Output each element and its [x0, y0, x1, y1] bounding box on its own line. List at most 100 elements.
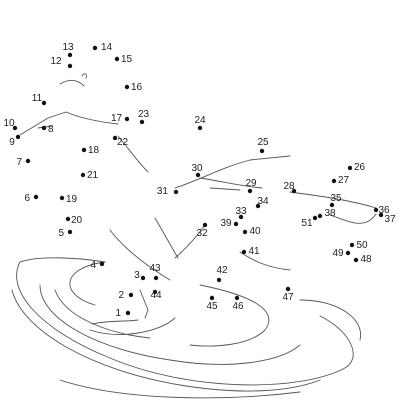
dot-number-label: 37 — [384, 214, 396, 225]
dot-marker — [247, 188, 253, 194]
bird-partial-outline — [19, 73, 377, 325]
dot-marker — [153, 275, 159, 281]
dot-8: 8 — [41, 124, 54, 135]
dot-number-label: 47 — [282, 292, 294, 303]
dot-marker — [128, 292, 134, 298]
water-ripples — [11, 257, 362, 399]
dot-number-label: 14 — [101, 42, 113, 53]
dot-marker — [373, 207, 379, 213]
dot-number-label: 12 — [50, 56, 62, 67]
dot-marker — [33, 194, 39, 200]
dot-34: 34 — [255, 196, 269, 209]
dot-number-label: 9 — [9, 137, 15, 148]
dot-23: 23 — [138, 109, 150, 125]
tail-lower — [329, 213, 377, 224]
dot-number-label: 39 — [220, 218, 232, 229]
dot-marker — [349, 242, 355, 248]
dot-47: 47 — [282, 286, 294, 303]
dot-marker — [285, 286, 291, 292]
dot-marker — [233, 221, 239, 227]
ripple-right-arc — [299, 299, 362, 341]
ripple-outer — [16, 261, 354, 386]
dot-marker — [99, 261, 105, 267]
ripple-inner-right — [189, 284, 270, 347]
dot-1: 1 — [115, 308, 131, 319]
dot-number-label: 16 — [131, 82, 143, 93]
dot-13: 13 — [62, 42, 74, 58]
dot-marker — [152, 289, 158, 295]
wing-edge — [209, 187, 241, 191]
tail-lines — [289, 191, 377, 209]
dot-45: 45 — [206, 295, 218, 312]
dot-number-label: 17 — [111, 113, 123, 124]
dot-marker — [209, 295, 215, 301]
dot-number-label: 15 — [121, 54, 133, 65]
ripple-fourth — [54, 289, 151, 339]
dot-number-label: 40 — [249, 226, 261, 237]
dot-20: 20 — [65, 215, 83, 226]
dot-14: 14 — [92, 42, 113, 53]
dot-22: 22 — [112, 135, 129, 148]
dot-marker — [80, 172, 86, 178]
dot-marker — [259, 148, 265, 154]
dot-46: 46 — [232, 295, 244, 312]
dot-9: 9 — [9, 134, 21, 148]
belly-right — [239, 251, 291, 271]
dot-number-label: 38 — [324, 208, 336, 219]
dot-marker — [216, 277, 222, 283]
dot-number-label: 22 — [117, 137, 129, 148]
dot-marker — [255, 203, 261, 209]
dot-number-label: 23 — [138, 109, 150, 120]
dot-number-label: 27 — [338, 175, 350, 186]
wing-top — [174, 155, 291, 189]
dot-number-label: 20 — [71, 215, 83, 226]
dot-number-label: 7 — [16, 157, 22, 168]
dot-marker — [139, 119, 145, 125]
dot-marker — [67, 229, 73, 235]
dot-marker — [202, 222, 208, 228]
dot-marker — [112, 135, 118, 141]
ripple-third — [39, 284, 301, 365]
dot-38: 38 — [317, 208, 336, 219]
dot-number-label: 6 — [24, 193, 30, 204]
dot-marker — [197, 125, 203, 131]
dot-marker — [65, 216, 71, 222]
neck-curve — [65, 111, 119, 125]
dot-marker — [67, 63, 73, 69]
dot-39: 39 — [220, 218, 239, 229]
dot-10: 10 — [3, 118, 18, 131]
dot-16: 16 — [124, 82, 143, 93]
dot-21: 21 — [80, 170, 99, 181]
dot-7: 7 — [16, 157, 31, 168]
dot-marker — [67, 52, 73, 58]
dot-marker — [242, 229, 248, 235]
dot-28: 28 — [283, 181, 297, 194]
dot-number-label: 30 — [191, 163, 203, 174]
body-lower — [109, 229, 171, 281]
dot-number-label: 35 — [330, 193, 342, 204]
dot-number-label: 5 — [58, 228, 64, 239]
dot-marker — [124, 84, 130, 90]
dot-3: 3 — [134, 270, 146, 281]
dot-25: 25 — [257, 137, 269, 154]
dot-marker — [124, 116, 130, 122]
belly-curve — [174, 224, 206, 259]
dot-number-label: 32 — [196, 228, 208, 239]
dot-marker — [317, 213, 323, 219]
dot-marker — [25, 158, 31, 164]
dot-number-label: 45 — [206, 301, 218, 312]
dot-marker — [81, 147, 87, 153]
dot-35: 35 — [329, 193, 342, 208]
dot-33: 33 — [235, 206, 247, 220]
beak-line — [19, 111, 67, 136]
dot-marker — [195, 172, 201, 178]
dot-17: 17 — [111, 113, 130, 124]
dot-number-label: 21 — [87, 170, 99, 181]
dot-number-label: 13 — [62, 42, 74, 53]
dot-number-label: 41 — [248, 246, 260, 257]
dot-40: 40 — [242, 226, 261, 237]
dot-number-label: 51 — [301, 218, 313, 229]
dot-marker — [312, 215, 318, 221]
